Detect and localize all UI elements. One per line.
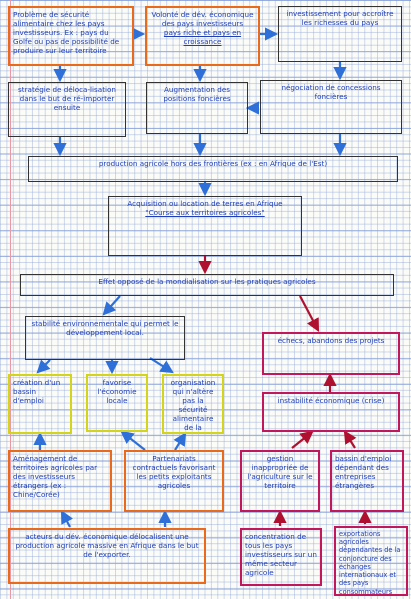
node-effet: Effet opposé de la mondialisation sur le… [20,274,394,296]
node-instabilite: instabilité économique (crise) [262,392,400,432]
node-volonte: Volonté de dév. économique des pays inve… [145,6,260,66]
node-amenagement: Aménagement de territoires agricoles par… [8,450,112,512]
node-acteurs: acteurs du dév. économique délocalisent … [8,528,206,584]
node-concentration-text: concentration de tous les pays investiss… [245,532,317,577]
node-bassin-dependant: bassin d'emploi dépendant des entreprise… [330,450,404,512]
node-amenagement-text: Aménagement de territoires agricoles par… [13,454,98,499]
node-echecs-text: échecs, abandons des projets [277,336,385,345]
node-organisation: organisation qui n'altère pas la sécurit… [162,374,224,434]
node-strategie: stratégie de déloca-lisation dans le but… [8,82,126,137]
node-volonte-subtext: pays riche et pays en croissance [163,28,242,46]
node-partenariats-text: Partenariats contractuels favorisant les… [132,454,216,490]
arrow-stabilite-organisation [149,357,174,374]
node-production-text: production agricole hors des frontières … [98,159,328,168]
node-negociation-text: négociation de concessions foncières [281,83,381,101]
arrow-gestion-instabilite [291,430,314,449]
node-stabilite: stabilité environnementale qui permet le… [25,316,185,360]
arrow-effet-stabilite [102,295,121,316]
node-effet-text: Effet opposé de la mondialisation sur le… [98,277,316,286]
node-favorise-text: favorise l'économie locale [97,378,137,405]
node-exportations: exportations agricoles dépendantes de la… [334,526,408,596]
arrow-partenariats-organisation [173,432,187,451]
node-problemes-text: Problème de sécurité alimentaire chez le… [13,10,120,55]
node-gestion: gestion inappropriée de l'agriculture su… [240,450,320,512]
node-production: production agricole hors des frontières … [28,156,398,182]
node-investissement-text: investissement pour accroître les riches… [286,9,394,27]
node-investissement: investissement pour accroître les riches… [278,6,402,62]
node-creation-text: création d'un bassin d'emploi [13,378,61,405]
node-stabilite-text: stabilité environnementale qui permet le… [31,319,179,337]
node-acquisition: Acquisition ou location de terres en Afr… [108,196,302,256]
node-volonte-text: Volonté de dév. économique des pays inve… [151,10,254,28]
arrow-effet-echecs [299,295,320,332]
node-acquisition-quote: "Course aux territoires agricoles" [145,208,265,217]
node-gestion-text: gestion inappropriée de l'agriculture su… [247,454,313,490]
node-augmentation-text: Augmentation des positions foncières [163,85,231,103]
node-concentration: concentration de tous les pays investiss… [240,528,322,586]
node-acteurs-text: acteurs du dév. économique délocalisent … [15,532,199,559]
arrow-bassin-instabilite [343,430,357,449]
node-bassin-dependant-text: bassin d'emploi dépendant des entreprise… [335,454,392,490]
node-acquisition-text: Acquisition ou location de terres en Afr… [127,199,283,208]
node-augmentation: Augmentation des positions foncières [146,82,248,134]
node-organisation-text: organisation qui n'altère pas la sécurit… [170,378,216,432]
arrow-stabilite-creation [36,359,51,374]
node-echecs: échecs, abandons des projets [262,332,400,375]
arrow-acteurs-amenagement [60,510,73,528]
node-creation: création d'un bassin d'emploi [8,374,72,434]
node-exportations-text: exportations agricoles dépendantes de la… [339,530,401,596]
node-problemes: Problème de sécurité alimentaire chez le… [8,6,134,66]
node-favorise: favorise l'économie locale [86,374,148,432]
node-strategie-text: stratégie de déloca-lisation dans le but… [18,85,116,112]
arrow-partenariats-favorise [120,430,146,451]
node-instabilite-text: instabilité économique (crise) [277,396,385,405]
node-partenariats: Partenariats contractuels favorisant les… [124,450,224,512]
node-negociation: négociation de concessions foncières [260,80,402,134]
